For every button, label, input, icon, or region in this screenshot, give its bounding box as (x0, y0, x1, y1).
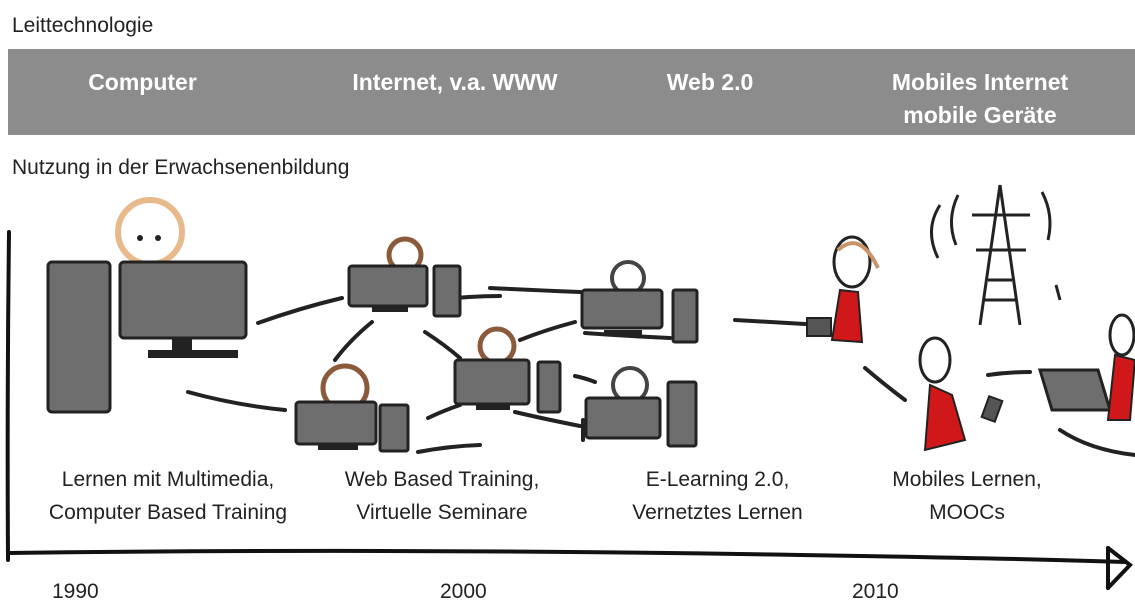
elearning-illustration (580, 260, 699, 448)
antenna-tower-icon (930, 184, 1062, 326)
mobile-illustration (806, 184, 1135, 452)
tower-icon (46, 260, 112, 414)
monitor-icon (580, 288, 664, 330)
monitor-icon (118, 260, 248, 340)
technology-computer: Computer (88, 69, 197, 95)
y-axis-line (5, 230, 11, 562)
technology-section-label: Leittechnologie (12, 14, 154, 37)
phone-icon (980, 394, 1004, 424)
web-based-illustration (294, 236, 562, 453)
monitor-icon (347, 264, 429, 308)
caption-line: MOOCs (929, 501, 1005, 524)
person-head-icon (832, 235, 872, 289)
technology-internet: Internet, v.a. WWW (352, 69, 558, 95)
caption-line: Lernen mit Multimedia, (61, 468, 275, 491)
technology-web20: Web 2.0 (666, 69, 754, 95)
year-2000: 2000 (440, 580, 487, 603)
usage-caption-mobile: Mobiles Lernen, MOOCs (862, 463, 1072, 529)
technology-band (8, 49, 1135, 135)
caption-line: E-Learning 2.0, (645, 468, 790, 491)
usage-caption-elearning: E-Learning 2.0, Vernetztes Lernen (600, 463, 835, 529)
caption-line: Vernetztes Lernen (632, 501, 803, 524)
technology-mobile-line2: mobile Geräte (903, 102, 1057, 128)
x-axis-line (6, 548, 1127, 564)
arrow-head-icon (1106, 546, 1133, 590)
laptop-icon (1037, 368, 1113, 412)
technology-mobile-line1: Mobiles Internet (891, 69, 1069, 95)
usage-caption-multimedia: Lernen mit Multimedia, Computer Based Tr… (18, 463, 318, 529)
caption-line: Mobiles Lernen, (892, 468, 1042, 491)
usage-section-label: Nutzung in der Erwachsenenbildung (12, 156, 350, 179)
usage-caption-wbt: Web Based Training, Virtuelle Seminare (312, 463, 572, 529)
caption-line: Virtuelle Seminare (356, 501, 528, 524)
technology-mobile: Mobiles Internet mobile Geräte (860, 66, 1100, 132)
year-1990: 1990 (52, 580, 99, 603)
person-head-icon (115, 197, 185, 267)
year-2010: 2010 (852, 580, 899, 603)
caption-line: Web Based Training, (344, 468, 540, 491)
timeline-axis (5, 230, 1133, 590)
monitor-icon (294, 400, 378, 446)
monitor-icon (584, 396, 662, 440)
caption-line: Computer Based Training (48, 501, 288, 524)
monitor-icon (453, 358, 531, 406)
computer-1990-illustration (46, 197, 248, 414)
tablet-icon (806, 317, 832, 337)
